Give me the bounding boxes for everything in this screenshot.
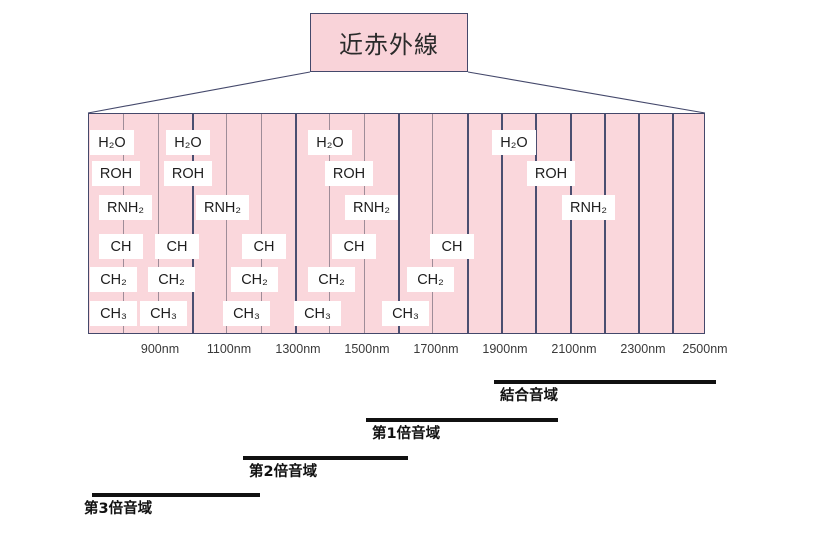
species-chip-label: CH₃ [150, 305, 177, 322]
range-label-third-overtone: 第3倍音域 [84, 501, 153, 517]
species-chip-ch-4: CH [430, 234, 474, 259]
species-chip-ch-1: CH [155, 234, 199, 259]
species-chip-ch-0: CH [99, 234, 143, 259]
gridline-13 [570, 114, 572, 333]
species-chip-label: CH₃ [392, 305, 419, 322]
axis-tick-label-1: 1100nm [206, 342, 252, 356]
species-chip-label: ROH [534, 165, 568, 182]
gridline-8 [398, 114, 400, 333]
species-chip-ch3-4: CH₃ [382, 301, 429, 326]
gridline-10 [467, 114, 469, 333]
axis-tick-label-5: 1900nm [482, 342, 528, 356]
gridline-16 [672, 114, 674, 333]
gridline-4 [261, 114, 262, 333]
gridline-14 [604, 114, 606, 333]
range-bar-first-overtone [366, 418, 558, 422]
species-chip-label: CH₃ [304, 305, 331, 322]
gridline-2 [192, 114, 194, 333]
axis-tick-label-0: 900nm [140, 342, 180, 356]
range-bar-combination [494, 380, 716, 384]
species-chip-rnh2-0: RNH₂ [99, 195, 152, 220]
species-chip-h2o-1: H₂O [166, 130, 210, 155]
species-chip-label: CH [441, 238, 463, 255]
species-chip-label: CH₂ [417, 271, 444, 288]
species-chip-ch2-3: CH₂ [308, 267, 355, 292]
gridline-12 [535, 114, 537, 333]
gridline-7 [364, 114, 365, 333]
species-chip-roh-3: ROH [527, 161, 575, 186]
species-chip-label: H₂O [98, 134, 126, 151]
range-bar-third-overtone [92, 493, 260, 497]
species-chip-label: RNH₂ [106, 199, 145, 216]
species-chip-label: H₂O [316, 134, 344, 151]
species-chip-h2o-0: H₂O [90, 130, 134, 155]
species-chip-label: RNH₂ [203, 199, 242, 216]
gridline-3 [226, 114, 227, 333]
species-chip-label: CH₃ [100, 305, 127, 322]
species-chip-roh-0: ROH [92, 161, 140, 186]
axis-tick-label-3: 1500nm [344, 342, 390, 356]
axis-tick-label-7: 2300nm [620, 342, 666, 356]
species-chip-label: CH [343, 238, 365, 255]
species-chip-label: CH₃ [233, 305, 260, 322]
gridline-1 [158, 114, 159, 333]
species-chip-label: CH₂ [241, 271, 268, 288]
gridline-11 [501, 114, 503, 333]
species-chip-label: ROH [99, 165, 133, 182]
species-chip-h2o-3: H₂O [492, 130, 536, 155]
species-chip-label: ROH [332, 165, 366, 182]
species-chip-ch3-1: CH₃ [140, 301, 187, 326]
title-box: 近赤外線 [310, 13, 468, 72]
species-chip-label: H₂O [500, 134, 528, 151]
axis-tick-label-4: 1700nm [413, 342, 459, 356]
page-title: 近赤外線 [339, 31, 439, 59]
species-chip-label: CH₂ [158, 271, 185, 288]
species-chip-rnh2-3: RNH₂ [562, 195, 615, 220]
gridline-15 [638, 114, 640, 333]
species-chip-label: RNH₂ [352, 199, 391, 216]
gridline-6 [329, 114, 330, 333]
species-chip-label: H₂O [174, 134, 202, 151]
gridline-5 [295, 114, 297, 333]
species-chip-ch2-2: CH₂ [231, 267, 278, 292]
species-chip-ch3-0: CH₃ [90, 301, 137, 326]
axis-tick-label-2: 1300nm [275, 342, 321, 356]
species-chip-rnh2-1: RNH₂ [196, 195, 249, 220]
range-label-combination: 結合音域 [500, 388, 558, 404]
species-chip-ch2-4: CH₂ [407, 267, 454, 292]
axis-tick-label-8: 2500nm [682, 342, 728, 356]
species-chip-roh-2: ROH [325, 161, 373, 186]
species-chip-label: CH₂ [100, 271, 127, 288]
species-chip-ch-3: CH [332, 234, 376, 259]
species-chip-label: RNH₂ [569, 199, 608, 216]
species-chip-h2o-2: H₂O [308, 130, 352, 155]
axis-tick-label-6: 2100nm [551, 342, 597, 356]
species-chip-label: ROH [171, 165, 205, 182]
species-chip-label: CH₂ [318, 271, 345, 288]
species-chip-label: CH [110, 238, 132, 255]
gridline-9 [432, 114, 433, 333]
range-label-first-overtone: 第1倍音域 [372, 426, 441, 442]
species-chip-rnh2-2: RNH₂ [345, 195, 398, 220]
species-chip-label: CH [253, 238, 275, 255]
species-chip-ch3-2: CH₃ [223, 301, 270, 326]
range-bar-second-overtone [243, 456, 408, 460]
species-chip-ch2-1: CH₂ [148, 267, 195, 292]
species-chip-label: CH [166, 238, 188, 255]
species-chip-roh-1: ROH [164, 161, 212, 186]
gridline-0 [123, 114, 124, 333]
species-chip-ch-2: CH [242, 234, 286, 259]
species-chip-ch3-3: CH₃ [294, 301, 341, 326]
range-label-second-overtone: 第2倍音域 [249, 464, 318, 480]
species-chip-ch2-0: CH₂ [90, 267, 137, 292]
